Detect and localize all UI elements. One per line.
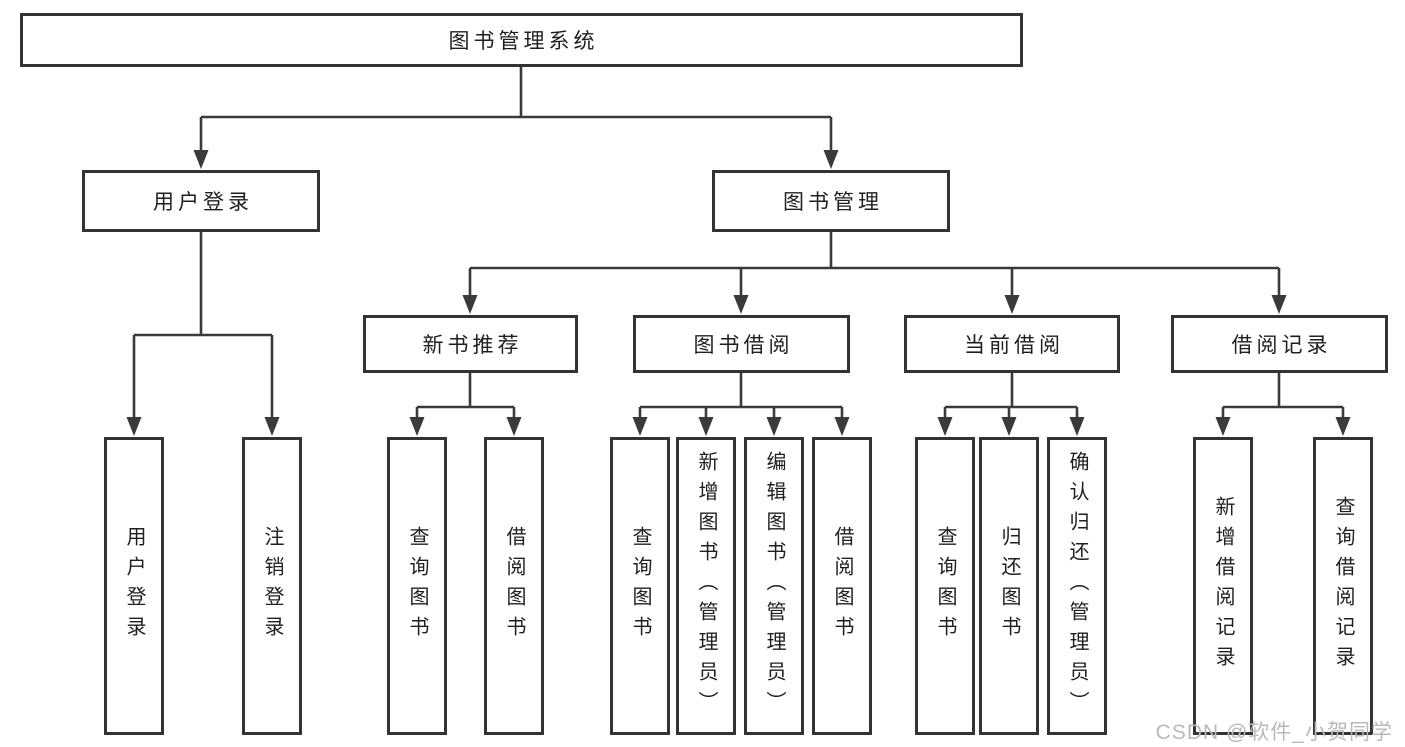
node-label: 借阅记录 bbox=[1231, 334, 1332, 357]
node-label: 图书管理系统 bbox=[448, 30, 599, 53]
node-edit-book-admin: 编辑图书（管理员） bbox=[744, 437, 804, 735]
node-add-borrow-record: 新增借阅记录 bbox=[1193, 437, 1253, 735]
node-borrow-books-recommend: 借阅图书 bbox=[484, 437, 544, 735]
connector-book-borrow-to-leaves bbox=[632, 373, 850, 436]
connector-root-to-branches bbox=[193, 67, 839, 169]
node-borrow-books: 借阅图书 bbox=[812, 437, 872, 735]
node-label: 新书推荐 bbox=[422, 334, 523, 357]
connector-user-login-to-leaves bbox=[126, 232, 280, 436]
node-label: 用户登录 bbox=[153, 191, 253, 214]
node-query-books-current: 查询图书 bbox=[915, 437, 975, 735]
node-label: 查询图书 bbox=[629, 526, 651, 646]
node-user-login-branch: 用户登录 bbox=[82, 170, 320, 232]
node-label: 借阅图书 bbox=[831, 526, 853, 646]
node-label: 用户登录 bbox=[123, 526, 145, 646]
node-label: 图书借阅 bbox=[693, 334, 794, 357]
node-label: 图书管理 bbox=[783, 191, 883, 214]
node-borrow-records: 借阅记录 bbox=[1171, 315, 1388, 373]
node-book-borrow: 图书借阅 bbox=[633, 315, 850, 373]
node-label: 新增借阅记录 bbox=[1212, 496, 1234, 676]
node-label: 确认归还（管理员） bbox=[1066, 451, 1088, 721]
node-current-borrow: 当前借阅 bbox=[904, 315, 1120, 373]
node-book-management: 图书管理 bbox=[712, 170, 950, 232]
connector-borrow-records-to-leaves bbox=[1215, 373, 1351, 436]
node-label: 新增图书（管理员） bbox=[695, 451, 717, 721]
node-user-login: 用户登录 bbox=[104, 437, 164, 735]
node-label: 查询图书 bbox=[406, 526, 428, 646]
node-confirm-return-admin: 确认归还（管理员） bbox=[1047, 437, 1107, 735]
node-label: 查询借阅记录 bbox=[1332, 496, 1354, 676]
node-query-books-borrow: 查询图书 bbox=[610, 437, 670, 735]
node-label: 当前借阅 bbox=[964, 334, 1064, 357]
node-library-management-system: 图书管理系统 bbox=[20, 13, 1023, 67]
node-query-borrow-record: 查询借阅记录 bbox=[1313, 437, 1373, 735]
connector-new-book-to-leaves bbox=[409, 373, 522, 436]
csdn-watermark: CSDN @软件_小贺同学 bbox=[1155, 721, 1393, 744]
node-label: 编辑图书（管理员） bbox=[763, 451, 785, 721]
node-label: 归还图书 bbox=[998, 526, 1020, 646]
node-new-book-recommend: 新书推荐 bbox=[363, 315, 578, 373]
node-add-book-admin: 新增图书（管理员） bbox=[676, 437, 736, 735]
connector-book-management-to-modules bbox=[462, 232, 1287, 314]
node-return-book: 归还图书 bbox=[979, 437, 1039, 735]
node-logout: 注销登录 bbox=[242, 437, 302, 735]
connector-current-borrow-to-leaves bbox=[937, 373, 1085, 436]
node-label: 查询图书 bbox=[934, 526, 956, 646]
node-label: 借阅图书 bbox=[503, 526, 525, 646]
node-query-books-recommend: 查询图书 bbox=[387, 437, 447, 735]
node-label: 注销登录 bbox=[261, 526, 283, 646]
